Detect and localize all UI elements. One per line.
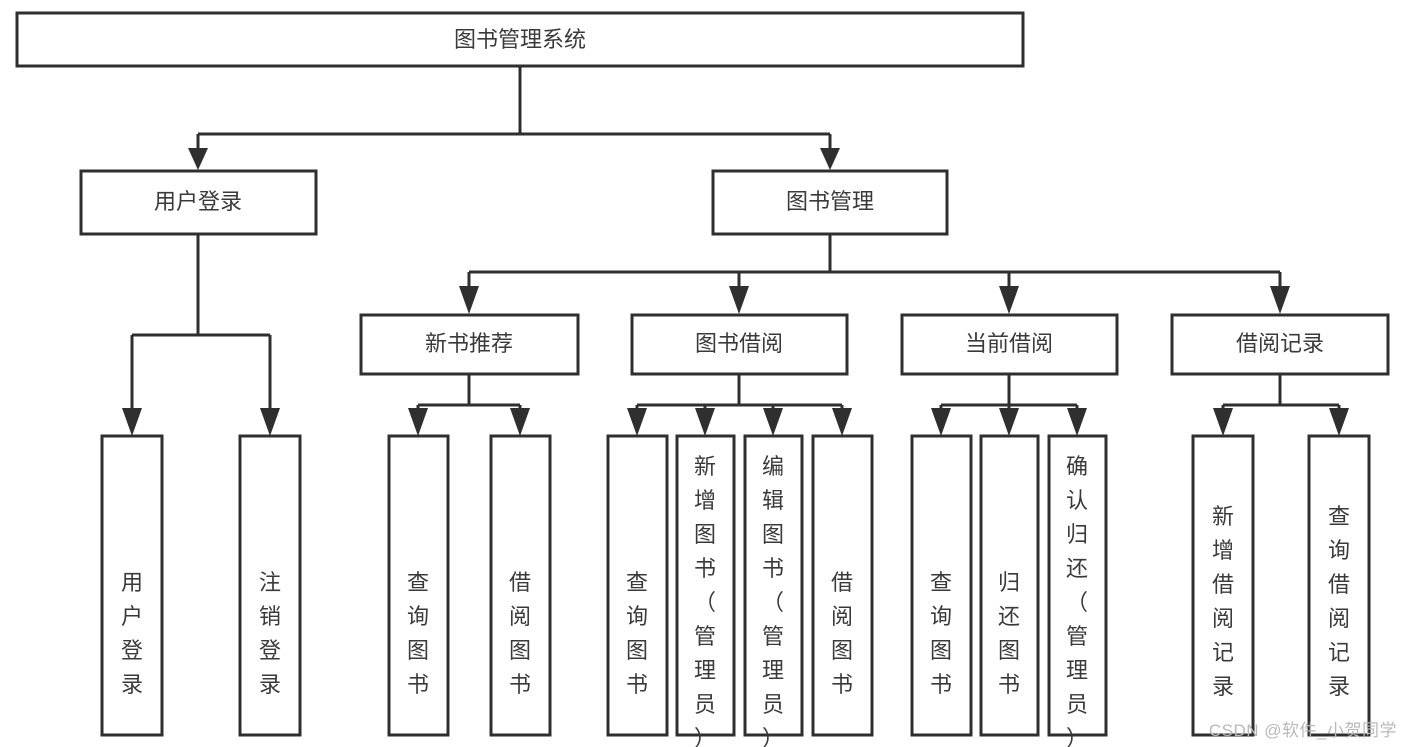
node-leaf-query-record-box[interactable] [1307, 434, 1371, 737]
arrow-to-borrow-record [1270, 286, 1290, 314]
connector-group-book-borrow [627, 374, 852, 436]
node-leaf-query-book-3[interactable]: 查询图书 [910, 434, 973, 737]
node-user-login-label: 用户登录 [154, 189, 242, 214]
node-leaf-borrow-book-1[interactable]: 借阅图书 [489, 434, 552, 737]
connector-group-borrow-record [1213, 374, 1349, 436]
connector-group-new-book-recommend [408, 374, 530, 436]
arrow-to-new-book-recommend [459, 286, 479, 314]
connector-group-user-login [122, 234, 280, 436]
node-leaf-borrow-book-2-box[interactable] [811, 434, 874, 737]
arrow-to-book-management [820, 148, 840, 170]
node-leaf-query-book-2-label: 查询图书 [626, 570, 648, 697]
node-leaf-add-book-box[interactable] [675, 434, 736, 737]
node-root-label: 图书管理系统 [454, 27, 586, 52]
node-leaf-borrow-book-2[interactable]: 借阅图书 [811, 434, 874, 737]
node-leaf-borrow-book-1-label: 借阅图书 [509, 570, 531, 697]
node-leaf-query-book-3-box[interactable] [910, 434, 973, 737]
arrow-to-user-login [188, 148, 208, 170]
node-leaf-user-login-box[interactable] [100, 434, 164, 737]
connector-group-current-borrow [931, 374, 1087, 436]
node-leaf-query-record[interactable]: 查询借阅记录 [1307, 434, 1371, 737]
node-leaf-return-book-box[interactable] [979, 434, 1040, 737]
node-user-login-box[interactable] [79, 169, 318, 236]
node-current-borrow[interactable]: 当前借阅 [900, 313, 1119, 376]
node-leaf-edit-book[interactable]: 编辑图书（管理员） [743, 434, 804, 747]
node-new-book-recommend-label: 新书推荐 [425, 331, 513, 356]
node-user-login[interactable]: 用户登录 [79, 169, 318, 236]
node-leaf-edit-book-box[interactable] [743, 434, 804, 737]
node-leaf-confirm-return-label: 确认归还（管理员） [1066, 454, 1088, 747]
node-root[interactable]: 图书管理系统 [15, 11, 1025, 68]
node-current-borrow-label: 当前借阅 [965, 331, 1053, 356]
node-leaf-user-logout-label: 注销登录 [259, 570, 281, 697]
node-leaf-borrow-book-2-label: 借阅图书 [831, 570, 853, 697]
node-borrow-record[interactable]: 借阅记录 [1170, 313, 1390, 376]
node-leaf-confirm-return-box[interactable] [1047, 434, 1108, 737]
node-book-borrow-label: 图书借阅 [695, 331, 783, 356]
node-book-management-label: 图书管理 [786, 189, 874, 214]
node-leaf-add-book[interactable]: 新增图书（管理员） [675, 434, 736, 747]
node-leaf-query-book-2[interactable]: 查询图书 [606, 434, 669, 737]
node-leaf-user-login-label: 用户登录 [121, 570, 143, 697]
arrow-to-leaf-user-login [122, 408, 142, 436]
node-leaf-query-book-1-box[interactable] [387, 434, 450, 737]
node-leaf-add-record[interactable]: 新增借阅记录 [1191, 434, 1255, 737]
node-leaf-add-record-box[interactable] [1191, 434, 1255, 737]
node-leaf-user-login[interactable]: 用户登录 [100, 434, 164, 737]
node-leaf-query-book-2-box[interactable] [606, 434, 669, 737]
connector-group-book-management [459, 234, 1290, 314]
node-leaf-query-book-3-label: 查询图书 [930, 570, 952, 697]
node-leaf-user-logout[interactable]: 注销登录 [238, 434, 302, 737]
node-leaf-user-logout-box[interactable] [238, 434, 302, 737]
node-new-book-recommend-box[interactable] [359, 313, 580, 376]
csdn-watermark: CSDN @软件_小贺同学 [1208, 721, 1397, 740]
node-leaf-add-record-label: 新增借阅记录 [1212, 504, 1234, 699]
node-leaf-confirm-return[interactable]: 确认归还（管理员） [1047, 434, 1108, 747]
node-borrow-record-label: 借阅记录 [1236, 331, 1324, 356]
node-book-borrow-box[interactable] [630, 313, 849, 376]
arrow-to-leaf-edit-book [763, 408, 783, 436]
node-leaf-query-book-1-label: 查询图书 [407, 570, 429, 697]
arrow-to-book-borrow [729, 286, 749, 314]
arrow-to-leaf-return-book [999, 408, 1019, 436]
arrow-to-leaf-user-logout [260, 408, 280, 436]
node-root-box[interactable] [15, 11, 1025, 68]
node-leaf-query-record-label: 查询借阅记录 [1328, 504, 1350, 699]
arrow-to-leaf-query-book-1 [408, 408, 428, 436]
node-book-management[interactable]: 图书管理 [711, 169, 949, 236]
arrow-to-leaf-add-book [695, 408, 715, 436]
node-leaf-edit-book-label: 编辑图书（管理员） [762, 454, 784, 747]
arrow-to-leaf-borrow-book-2 [832, 408, 852, 436]
arrow-to-leaf-add-record [1213, 408, 1233, 436]
node-leaf-query-book-1[interactable]: 查询图书 [387, 434, 450, 737]
node-new-book-recommend[interactable]: 新书推荐 [359, 313, 580, 376]
arrow-to-current-borrow [999, 286, 1019, 314]
node-leaf-return-book-label: 归还图书 [998, 570, 1020, 697]
node-leaf-borrow-book-1-box[interactable] [489, 434, 552, 737]
connector-group-root [188, 66, 840, 170]
arrow-to-leaf-query-book-2 [627, 408, 647, 436]
node-current-borrow-box[interactable] [900, 313, 1119, 376]
arrow-to-leaf-query-record [1329, 408, 1349, 436]
node-leaf-add-book-label: 新增图书（管理员） [694, 454, 716, 747]
node-leaf-return-book[interactable]: 归还图书 [979, 434, 1040, 737]
arrow-to-leaf-confirm-return [1067, 408, 1087, 436]
node-borrow-record-box[interactable] [1170, 313, 1390, 376]
arrow-to-leaf-borrow-book-1 [510, 408, 530, 436]
node-book-borrow[interactable]: 图书借阅 [630, 313, 849, 376]
arrow-to-leaf-query-book-3 [931, 408, 951, 436]
node-book-management-box[interactable] [711, 169, 949, 236]
